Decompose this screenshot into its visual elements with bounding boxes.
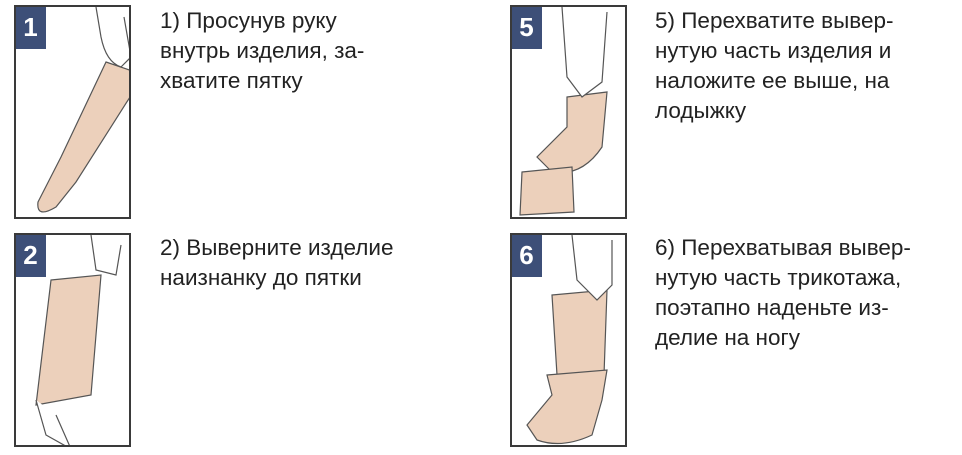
step-number-badge: 6 — [512, 235, 542, 277]
step-number-badge: 5 — [512, 7, 542, 49]
sock-inverted-illustration — [35, 235, 122, 445]
step-6-illustration: 6 — [510, 233, 627, 447]
step-1-illustration: 1 — [14, 5, 131, 219]
sock-ankle-illustration — [519, 7, 608, 216]
step-5-text: 5) Перехватите вывер- нутую часть издели… — [655, 8, 894, 123]
step-5-illustration: 5 — [510, 5, 627, 219]
step-2-text: 2) Выверните изделие наизнанку до пятки — [160, 235, 394, 290]
step-2-illustration: 2 — [14, 233, 131, 447]
step-6-text: 6) Перехватывая вывер- нутую часть трико… — [655, 235, 911, 350]
sock-leg-illustration — [526, 235, 613, 445]
step-number-badge: 1 — [16, 7, 46, 49]
sock-hand-illustration — [37, 7, 129, 213]
step-number-badge: 2 — [16, 235, 46, 277]
step-1-text: 1) Просунув руку внутрь изделия, за- хва… — [160, 8, 365, 93]
